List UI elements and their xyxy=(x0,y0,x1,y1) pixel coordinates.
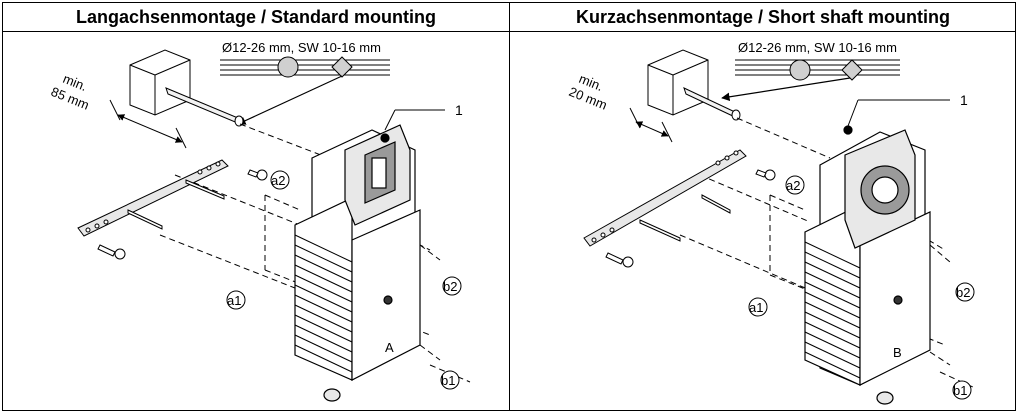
label-a2: a2 xyxy=(785,175,805,195)
column-divider xyxy=(509,3,510,410)
cooling-fins xyxy=(294,234,353,373)
svg-text:a2: a2 xyxy=(786,178,800,193)
min-dimension-arrow xyxy=(109,99,187,149)
screw-icon xyxy=(605,169,776,268)
label-a2: a2 xyxy=(270,170,290,190)
bracket-bar xyxy=(583,149,747,247)
label-b2: b2 xyxy=(955,282,975,302)
callout-1-label: 1 xyxy=(960,92,968,108)
svg-text:b1: b1 xyxy=(953,383,967,398)
shaft-spec-symbol xyxy=(735,59,900,81)
panel-standard-mounting: Ø12-26 mm, SW 10-16 mm min. 85 mm xyxy=(49,40,471,402)
label-a1: a1 xyxy=(748,297,768,317)
svg-text:a1: a1 xyxy=(227,293,241,308)
shaft-spec-symbol xyxy=(220,56,390,78)
cooling-fins xyxy=(804,241,861,379)
diagram-frame: Langachsenmontage / Standard mounting Ku… xyxy=(2,2,1016,411)
unit-letter: B xyxy=(893,345,902,360)
panel-title-standard-mounting: Langachsenmontage / Standard mounting xyxy=(75,7,437,27)
shaft-pointer-arrow xyxy=(721,77,851,101)
shaft-spec-label: Ø12-26 mm, SW 10-16 mm xyxy=(222,40,381,55)
svg-text:b2: b2 xyxy=(443,279,457,294)
shaft-pointer-arrow xyxy=(237,75,343,125)
min-dimension-arrow xyxy=(629,107,673,143)
bracket-bar xyxy=(77,159,229,237)
panel-title-short-shaft-mounting: Kurzachsenmontage / Short shaft mounting xyxy=(575,7,951,27)
panel-short-shaft-mounting: Ø12-26 mm, SW 10-16 mm min. 20 mm xyxy=(567,40,976,405)
mounting-bracket-block xyxy=(129,49,244,127)
svg-text:a2: a2 xyxy=(271,173,285,188)
label-b1: b1 xyxy=(952,380,972,400)
svg-text:b1: b1 xyxy=(441,373,455,388)
svg-text:a1: a1 xyxy=(749,300,763,315)
label-b1: b1 xyxy=(440,370,460,390)
callout-1-label: 1 xyxy=(455,102,463,118)
label-b2: b2 xyxy=(442,276,462,296)
svg-text:b2: b2 xyxy=(956,285,970,300)
shaft-spec-label: Ø12-26 mm, SW 10-16 mm xyxy=(738,40,897,55)
actuator-body xyxy=(294,124,421,402)
actuator-body xyxy=(804,125,931,405)
unit-letter: A xyxy=(385,340,394,355)
mounting-bracket-block xyxy=(647,49,741,121)
screw-icon xyxy=(97,169,268,260)
label-a1: a1 xyxy=(226,290,246,310)
